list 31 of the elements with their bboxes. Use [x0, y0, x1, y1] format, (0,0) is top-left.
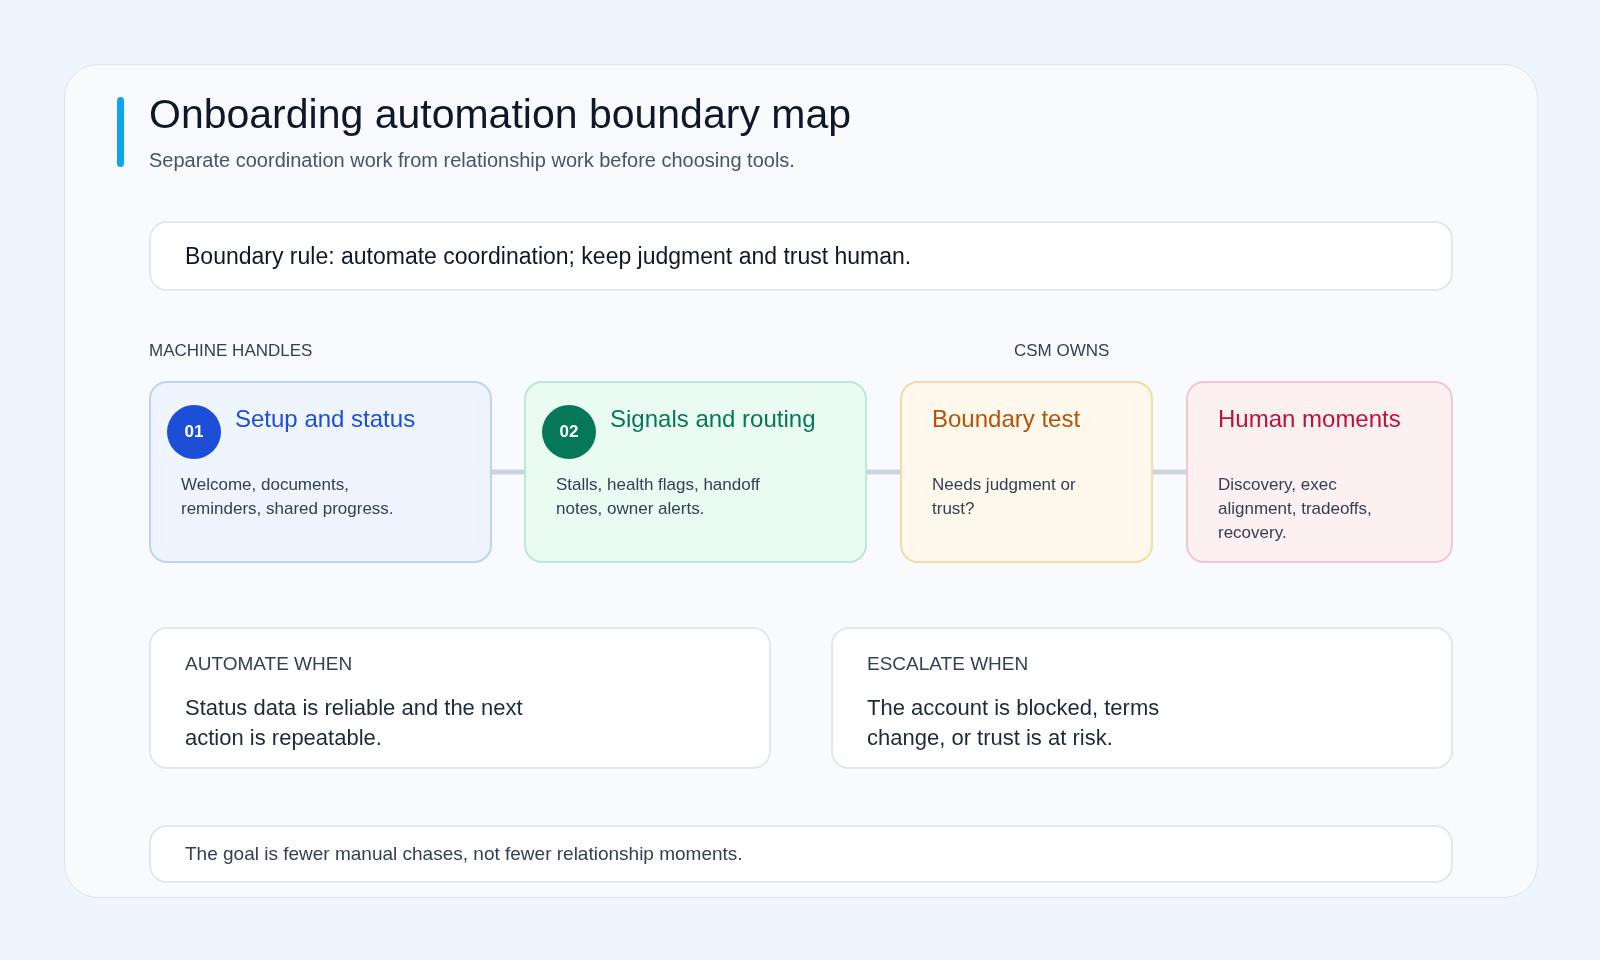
card-heading: Boundary test — [932, 404, 1082, 434]
subtitle: Separate coordination work from relationship work before choosing tools. — [149, 149, 795, 172]
card-description: Status data is reliable and the next action is repeatable. — [185, 694, 524, 752]
card-heading: Setup and status — [235, 404, 417, 434]
role-card — [1186, 381, 1453, 563]
note-banner — [149, 825, 1453, 883]
number-badge: 01 — [167, 405, 221, 459]
card-description: The account is blocked, terms change, or trust is at risk. — [867, 694, 1161, 752]
card-heading: Signals and routing — [610, 404, 817, 434]
card-description: Needs judgment or trust? — [932, 474, 1077, 520]
card-description: Discovery, exec alignment, tradeoffs, recovery. — [1218, 474, 1373, 544]
condition-card — [149, 627, 771, 769]
role-card — [900, 381, 1153, 563]
number-badge: 02 — [542, 405, 596, 459]
section-label: MACHINE HANDLES — [149, 341, 313, 361]
condition-card — [831, 627, 1453, 769]
card-heading: Human moments — [1218, 404, 1402, 434]
connector-line — [867, 469, 900, 475]
rule-banner — [149, 221, 1453, 291]
rule-text: Boundary rule: automate coordination; keep judgment and trust human. — [185, 241, 912, 271]
card-description: Welcome, documents, reminders, shared progress. — [181, 474, 395, 520]
step-card — [149, 381, 492, 563]
connector-line — [1153, 469, 1186, 475]
card-heading: AUTOMATE WHEN — [185, 653, 353, 675]
connector-line — [492, 469, 524, 475]
step-card — [524, 381, 867, 563]
section-label: CSM OWNS — [1014, 341, 1110, 361]
card-description: Stalls, health flags, handoff notes, owner alerts. — [556, 474, 761, 520]
card-heading: ESCALATE WHEN — [867, 653, 1029, 675]
note-text: The goal is fewer manual chases, not fewer relationship moments. — [185, 842, 743, 866]
title: Onboarding automation boundary map — [149, 91, 852, 138]
